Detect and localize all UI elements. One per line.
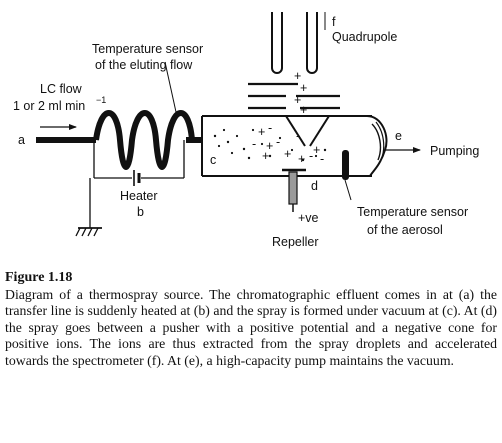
label-temp-sensor-aerosol-1: Temperature sensor bbox=[357, 205, 468, 219]
label-quadrupole: Quadrupole bbox=[332, 30, 397, 44]
svg-text:+: + bbox=[300, 81, 307, 95]
leader-lines bbox=[164, 12, 326, 113]
svg-text:+: + bbox=[284, 147, 291, 161]
heater-circuit bbox=[75, 140, 185, 237]
label-temp-sensor-aerosol-2: of the aerosol bbox=[367, 223, 443, 237]
svg-text:+: + bbox=[294, 93, 301, 107]
svg-text:+: + bbox=[258, 125, 265, 139]
svg-text:+: + bbox=[313, 143, 320, 157]
svg-text:-: - bbox=[252, 137, 256, 151]
spray-droplets bbox=[213, 128, 327, 162]
label-temp-sensor-flow-2: of the eluting flow bbox=[95, 58, 193, 72]
label-c: c bbox=[210, 153, 216, 167]
label-plus-ve: +ve bbox=[298, 211, 319, 225]
svg-text:+: + bbox=[262, 149, 269, 163]
label-lc-flow-exponent: −1 bbox=[96, 95, 106, 105]
label-a: a bbox=[18, 133, 25, 147]
svg-text:-: - bbox=[320, 152, 324, 166]
svg-text:-: - bbox=[309, 149, 313, 163]
svg-text:-: - bbox=[276, 135, 280, 149]
svg-text:-: - bbox=[268, 121, 272, 135]
label-repeller: Repeller bbox=[272, 235, 319, 249]
label-d: d bbox=[311, 179, 318, 193]
aerosol-sensor-probe bbox=[342, 150, 352, 201]
sampling-cone bbox=[285, 115, 330, 147]
caption-text: Diagram of a thermospray source. The chr… bbox=[5, 287, 497, 368]
svg-text:+: + bbox=[300, 103, 307, 117]
svg-text:-: - bbox=[296, 129, 300, 143]
label-f: f bbox=[332, 15, 336, 29]
figure-caption: Figure 1.18 Diagram of a thermospray sou… bbox=[5, 269, 497, 369]
thermospray-diagram: +- -+ -+ -+ -- ++ ++ ++ bbox=[13, 12, 479, 249]
label-e: e bbox=[395, 129, 402, 143]
svg-text:+: + bbox=[294, 69, 301, 83]
label-lc-flow-1: LC flow bbox=[40, 82, 83, 96]
repeller-electrode bbox=[282, 168, 306, 212]
label-temp-sensor-flow-1: Temperature sensor bbox=[92, 42, 203, 56]
label-heater: Heater bbox=[120, 189, 158, 203]
figure-label: Figure 1.18 bbox=[5, 270, 73, 285]
transfer-line bbox=[36, 110, 202, 170]
label-pumping: Pumping bbox=[430, 144, 479, 158]
source-chamber bbox=[201, 115, 388, 177]
svg-text:+: + bbox=[266, 139, 273, 153]
quadrupole-rods bbox=[271, 12, 318, 74]
label-lc-flow-2: 1 or 2 ml min bbox=[13, 99, 85, 113]
svg-text:+: + bbox=[298, 152, 305, 166]
ion-lenses bbox=[248, 82, 340, 110]
label-b: b bbox=[137, 205, 144, 219]
ion-signs: +- -+ -+ -+ -- ++ ++ ++ bbox=[252, 69, 324, 166]
